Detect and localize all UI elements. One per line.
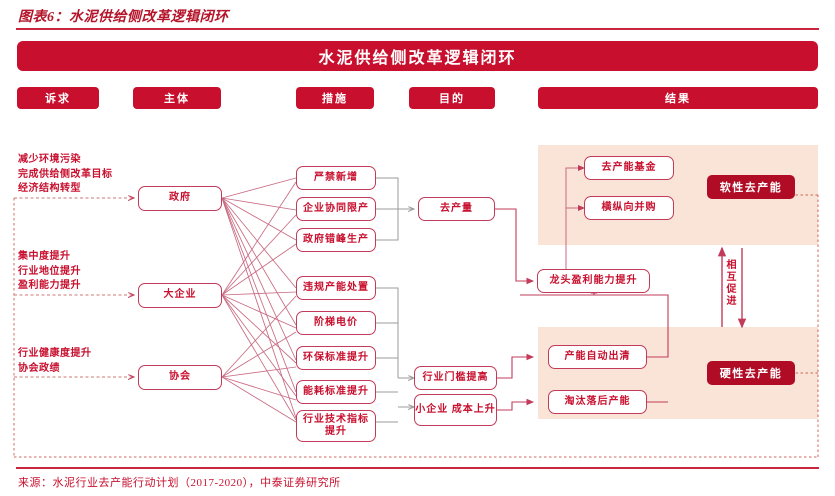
result-capacity-fund[interactable]: 去产能基金 bbox=[584, 156, 674, 180]
measure-peak-shifting[interactable]: 政府错峰生产 bbox=[296, 228, 376, 252]
purpose-small-firm-cost[interactable]: 小企业 成本上升 bbox=[414, 394, 497, 426]
measure-environmental-standard[interactable]: 环保标准提升 bbox=[296, 346, 376, 370]
figure-caption: 图表6：水泥供给侧改革逻辑闭环 bbox=[18, 10, 229, 25]
badge-soft-capacity-cut: 软性去产能 bbox=[707, 175, 795, 199]
purpose-cut-output[interactable]: 去产量 bbox=[418, 197, 495, 221]
tab-purpose[interactable]: 目的 bbox=[409, 87, 495, 109]
bridge-leader-profitability[interactable]: 龙头盈利能力提升 bbox=[537, 269, 650, 293]
measure-energy-standard[interactable]: 能耗标准提升 bbox=[296, 380, 376, 404]
purpose-raise-threshold[interactable]: 行业门槛提高 bbox=[414, 366, 497, 390]
subject-association[interactable]: 协会 bbox=[138, 365, 222, 390]
connector-layer bbox=[13, 165, 819, 458]
banner-title: 水泥供给侧改革逻辑闭环 bbox=[17, 41, 818, 71]
measure-coordinated-limit[interactable]: 企业协同限产 bbox=[296, 197, 376, 221]
result-ma-integration[interactable]: 横纵向并购 bbox=[584, 196, 674, 220]
result-eliminate-backward[interactable]: 淘汰落后产能 bbox=[548, 390, 647, 414]
source-note: 来源：水泥行业去产能行动计划（2017-2020），中泰证券研究所 bbox=[18, 477, 341, 489]
appeal-text-big-company: 集中度提升 行业地位提升 盈利能力提升 bbox=[18, 251, 81, 291]
appeal-text-government: 减少环境污染 完成供给侧改革目标 经济结构转型 bbox=[18, 154, 113, 194]
appeal-text-association: 行业健康度提升 协会政绩 bbox=[18, 348, 92, 374]
tab-appeal[interactable]: 诉求 bbox=[17, 87, 99, 109]
result-auto-clearing[interactable]: 产能自动出清 bbox=[548, 345, 647, 369]
tab-result[interactable]: 结果 bbox=[538, 87, 818, 109]
tab-subject[interactable]: 主体 bbox=[133, 87, 221, 109]
mutual-promotion-label: 相互促进 bbox=[726, 260, 738, 307]
measure-technical-index[interactable]: 行业技术指标 提升 bbox=[296, 410, 376, 442]
measure-ban-new-capacity[interactable]: 严禁新增 bbox=[296, 166, 376, 190]
diagram-canvas: 减少环境污染 完成供给侧改革目标 经济结构转型 集中度提升 行业地位提升 盈利能… bbox=[0, 120, 835, 465]
badge-hard-capacity-cut: 硬性去产能 bbox=[707, 361, 795, 385]
tab-measure[interactable]: 措施 bbox=[296, 87, 374, 109]
measure-illegal-capacity[interactable]: 违规产能处置 bbox=[296, 276, 376, 300]
measure-tiered-electricity[interactable]: 阶梯电价 bbox=[296, 311, 376, 335]
title-divider bbox=[16, 28, 819, 30]
footer-divider bbox=[16, 467, 819, 469]
subject-government[interactable]: 政府 bbox=[138, 186, 222, 211]
subject-big-company[interactable]: 大企业 bbox=[138, 283, 222, 308]
